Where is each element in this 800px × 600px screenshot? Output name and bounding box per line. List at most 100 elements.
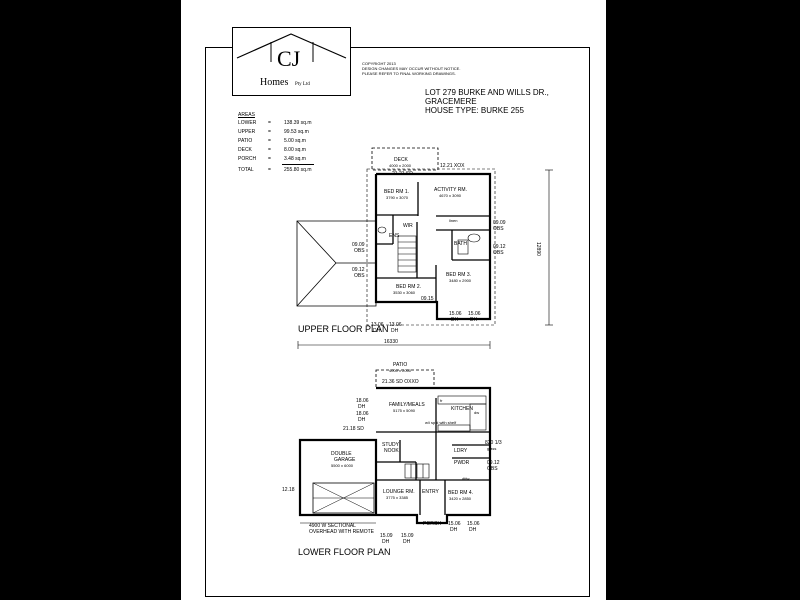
upper-roof-outline: [296, 220, 377, 307]
area-eq: =: [268, 167, 271, 173]
upper-window-dh: DH: [470, 317, 478, 323]
lower-window-1806b: 18.06: [356, 411, 369, 417]
note-refer: PLEASE REFER TO FINAL WORKING DRAWINGS.: [362, 71, 456, 76]
dishwasher-label: dw: [474, 410, 480, 415]
areas-total-rule: [282, 164, 314, 165]
patio-dim: 4000 x 2000: [389, 368, 412, 373]
lower-window-0912: 09.12: [487, 460, 500, 466]
family-meals-dim: 5175 x 5090: [393, 408, 416, 413]
lower-window-1506b: 15.06: [467, 521, 480, 527]
upper-window-0912-right: 09.12: [493, 244, 506, 250]
wir-label: WIR: [403, 223, 413, 229]
upper-walls: [374, 172, 492, 321]
porch-label: PORCH: [423, 521, 442, 527]
lower-floor-plan-title: LOWER FLOOR PLAN: [298, 547, 391, 557]
lower-window-dh: DH: [358, 404, 366, 410]
area-eq: =: [268, 120, 271, 126]
lounge-rm-label: LOUNGE RM.: [383, 489, 415, 495]
area-eq: =: [268, 147, 271, 153]
upper-window-1306a: 13.06: [371, 322, 384, 328]
logo-roof-icon: [236, 33, 347, 62]
family-meals-label: FAMILY/MEALS: [389, 402, 425, 408]
area-name: UPPER: [238, 129, 256, 135]
lower-window-dh: DH: [469, 527, 477, 533]
upper-deck-label: DECK: [394, 157, 408, 163]
bed-rm-1-label: BED RM 1.: [384, 189, 410, 195]
nook-label: NOOK: [384, 448, 399, 454]
bath-label: BATH: [454, 241, 467, 247]
drawing-frame: [205, 47, 590, 597]
kitchen-label: KITCHEN: [451, 406, 473, 412]
lower-window-dh: DH: [382, 539, 390, 545]
upper-stair: [397, 235, 417, 273]
area-name: PATIO: [238, 138, 253, 144]
lower-window-820: 820 1/3: [485, 440, 502, 446]
lot-line-1: LOT 279 BURKE AND WILLS DR.,: [425, 88, 549, 97]
patio-label: PATIO: [393, 362, 408, 368]
upper-window-1306b: 13.06: [389, 322, 402, 328]
drawing-sheet: [181, 0, 606, 600]
upper-sd-top: 21.21 SD: [392, 171, 413, 177]
logo-company-main: Homes: [260, 77, 289, 88]
area-value: 5.00 sq.m: [284, 138, 306, 144]
upper-window-0909: 09.09: [352, 242, 365, 248]
upper-window-0915: 09.15: [421, 296, 434, 302]
activity-rm-dim: 4670 x 3090: [439, 193, 462, 198]
upper-window-dh: DH: [451, 317, 459, 323]
linen-label: linen: [449, 218, 458, 223]
upper-dimensions: [297, 169, 553, 349]
garage-door-note-2: OVERHEAD WITH REMOTE: [309, 529, 375, 535]
bed-rm-2-label: BED RM 2.: [396, 284, 422, 290]
laundry-label: LDRY: [454, 448, 468, 454]
area-value: 255.80 sq.m: [284, 167, 312, 173]
upper-window-obs: OBS: [493, 226, 504, 232]
note-copyright: COPYRIGHT 2013: [362, 61, 396, 66]
upper-window-obs: OBS: [354, 273, 365, 279]
upper-window-1506a: 15.06: [449, 311, 462, 317]
area-eq: =: [268, 129, 271, 135]
garage-label-2: GARAGE: [334, 457, 356, 463]
garage-label-1: DOUBLE: [331, 451, 352, 457]
garage-dim: 5500 x 6000: [331, 463, 354, 468]
upper-floor-plan-title: UPPER FLOOR PLAN: [298, 324, 389, 334]
lower-window-1509a: 15.09: [380, 533, 393, 539]
area-name: TOTAL: [238, 167, 254, 173]
upper-window-dh: DH: [373, 328, 381, 334]
upper-width-dim: 16330: [384, 339, 398, 345]
upper-window-obs: OBS: [354, 248, 365, 254]
area-eq: =: [268, 138, 271, 144]
lower-window-1509b: 15.09: [401, 533, 414, 539]
lower-stair: [404, 463, 430, 479]
area-value: 138.39 sq.m: [284, 120, 312, 126]
ens-label: ENS: [389, 233, 400, 239]
lower-kitchen-bench: [437, 395, 487, 432]
bed-rm-2-dim: 3530 x 3060: [393, 290, 416, 295]
lower-window-obs: OBS: [487, 466, 498, 472]
bed-rm-4-dim: 3420 x 2850: [449, 496, 472, 501]
garage-door-note-1: 4900 W SECTIONAL: [309, 523, 356, 529]
dtfw-label: dtfw: [462, 476, 470, 481]
area-value: 3.48 sq.m: [284, 156, 306, 162]
company-logo: CJ Homes Pty Ltd: [232, 27, 351, 96]
lot-line-3: HOUSE TYPE: BURKE 255: [425, 106, 524, 115]
upper-xox-top: 12.21 XOX: [440, 163, 465, 169]
activity-rm-label: ACTIVITY RM.: [434, 187, 467, 193]
entry-label: ENTRY: [422, 489, 439, 495]
upper-deck: [371, 147, 439, 171]
upper-depth-dim: 12890: [535, 242, 541, 256]
logo-letters: CJ: [277, 46, 301, 71]
note-design: DESIGN CHANGES MAY OCCUR WITHOUT NOTICE.: [362, 66, 461, 71]
lower-window-1218: 12.18: [282, 487, 295, 493]
bed-rm-4-label: BED RM 4.: [448, 490, 474, 496]
area-value: 8.00 sq.m: [284, 147, 306, 153]
upper-window-obs: OBS: [493, 250, 504, 256]
lower-window-dh: DH: [403, 539, 411, 545]
fridge-label: fr: [440, 398, 443, 403]
lower-window-dh: DH: [450, 527, 458, 533]
logo-company-suffix: Pty Ltd: [295, 82, 310, 87]
upper-window-0912: 09.12: [352, 267, 365, 273]
upper-window-dh: DH: [391, 328, 399, 334]
glass-label: glass: [487, 446, 497, 451]
bed-rm-1-dim: 3790 x 3070: [386, 195, 409, 200]
